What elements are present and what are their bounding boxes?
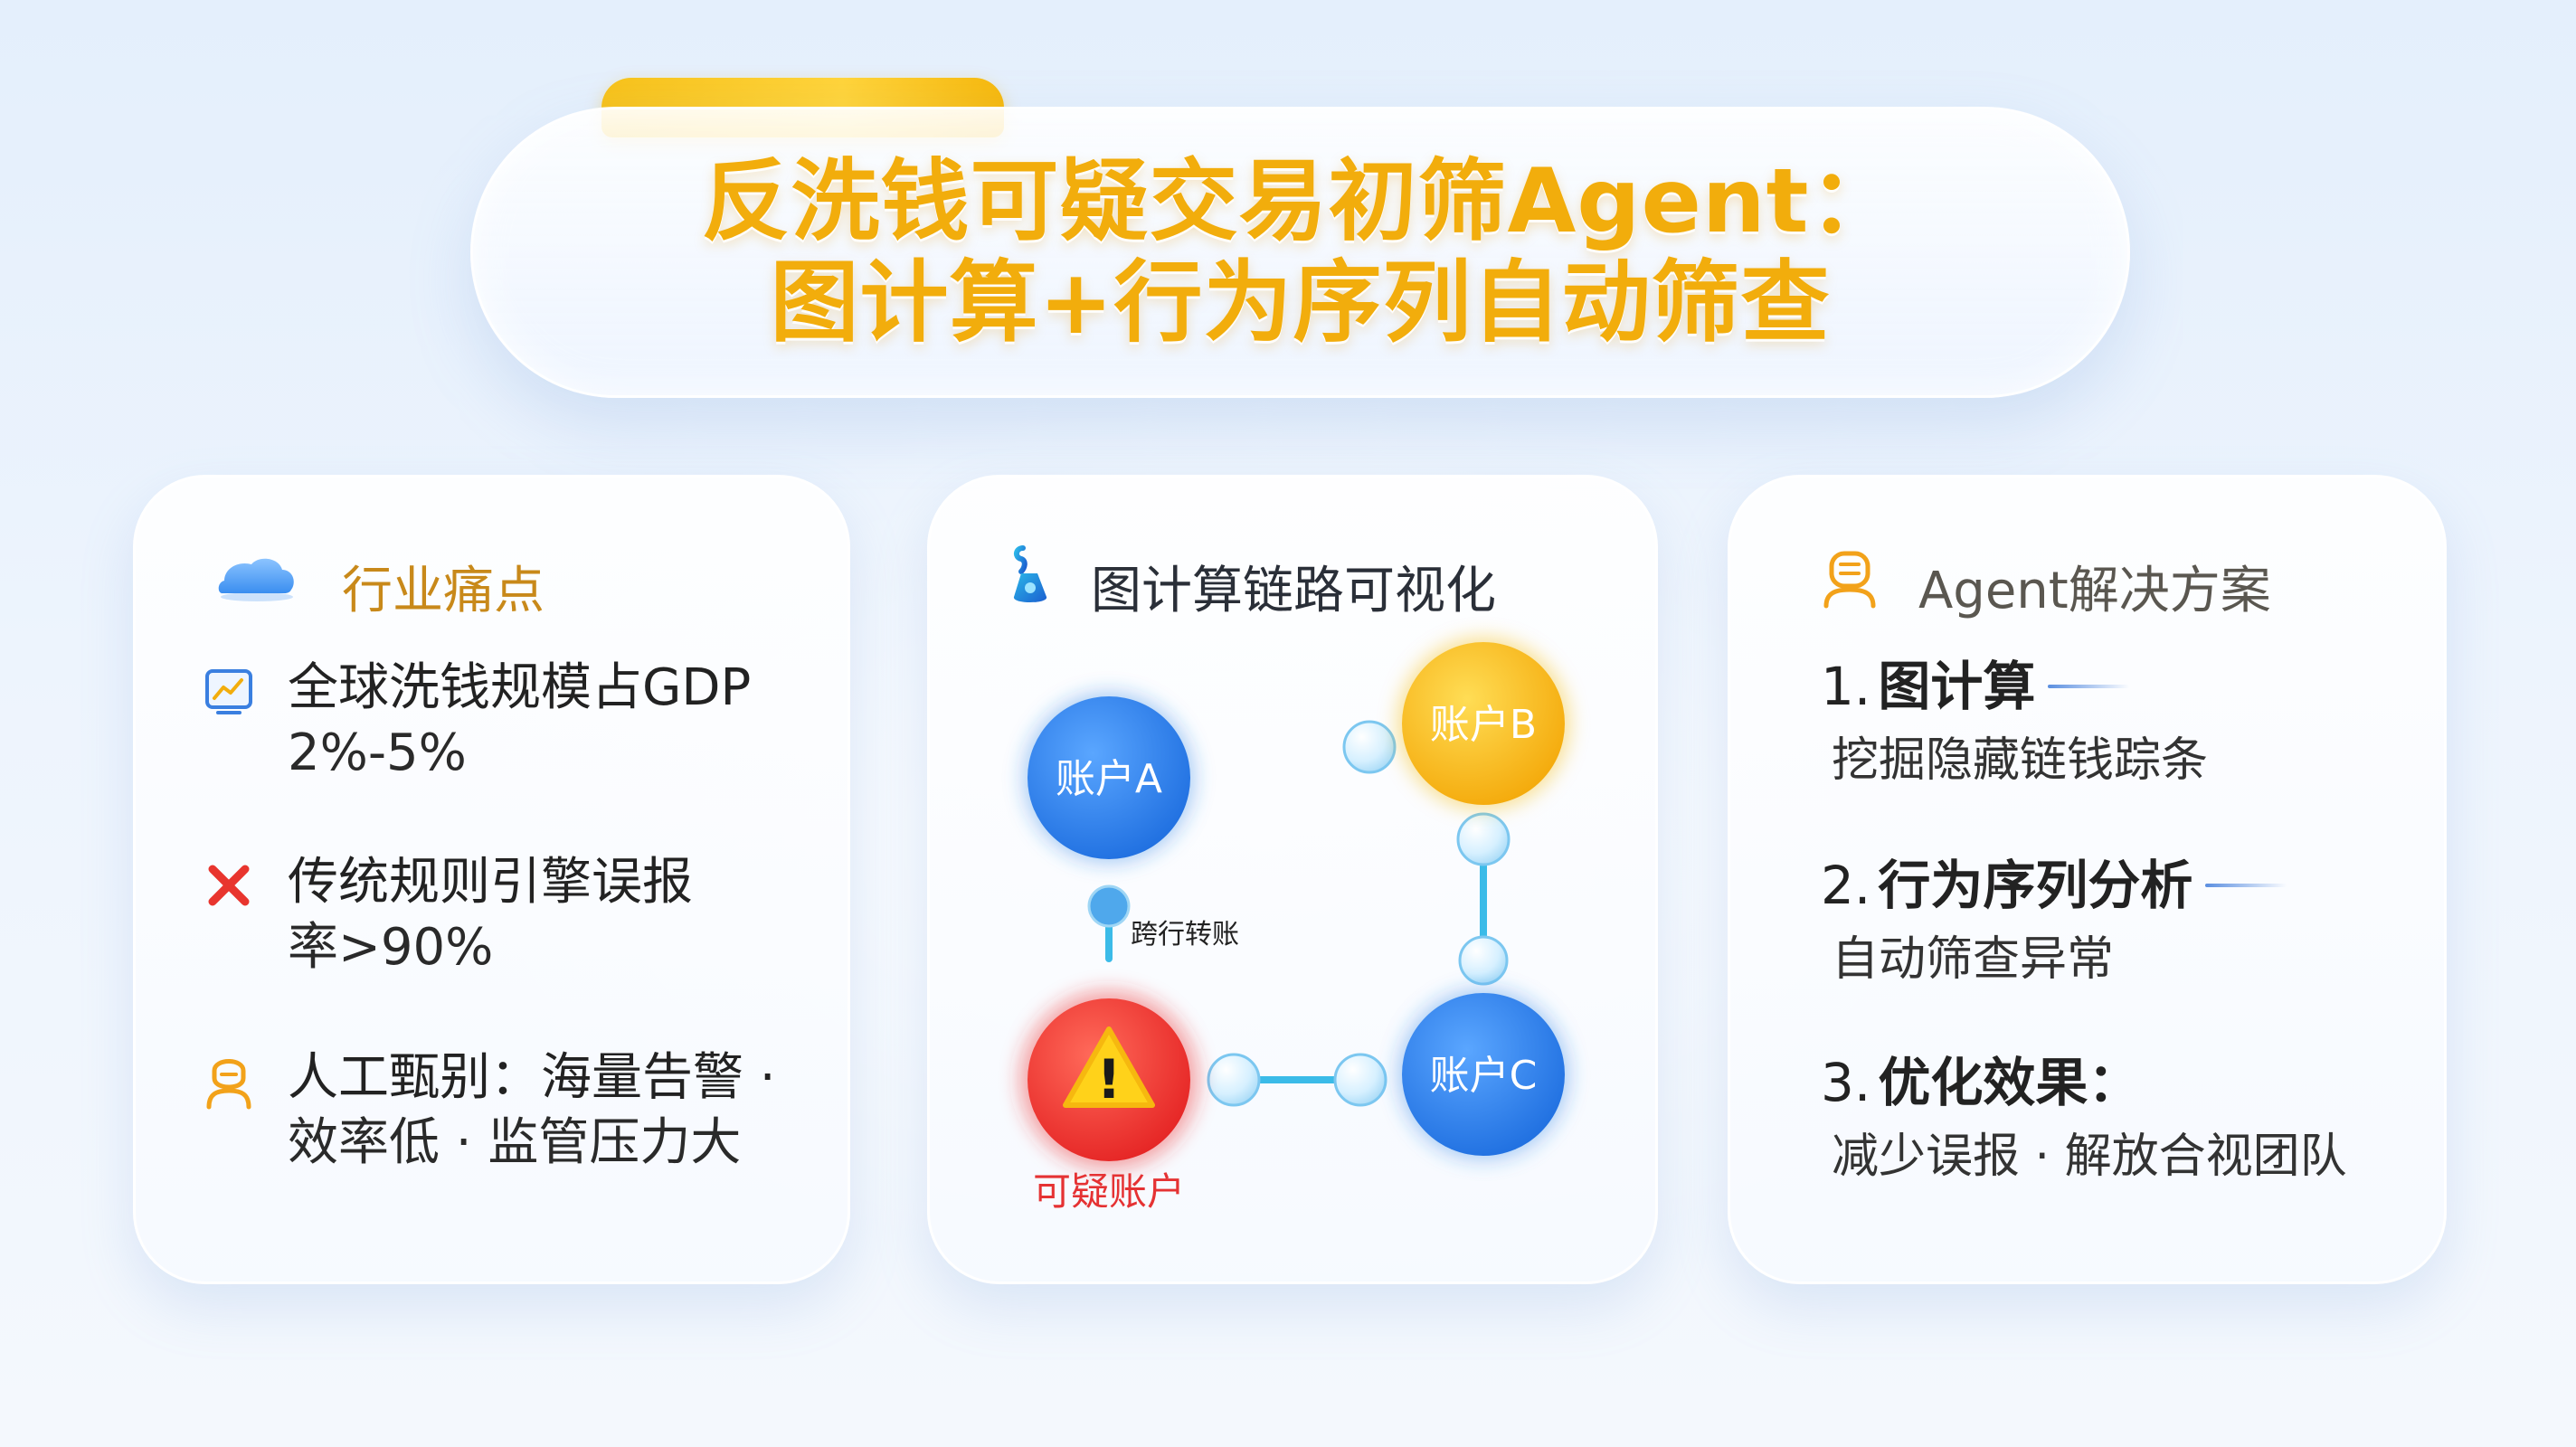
accent-line bbox=[2205, 884, 2287, 887]
solution-item-2-label: 行为序列分析 bbox=[1878, 855, 2193, 916]
graph-title: 图计算链路可视化 bbox=[1091, 562, 1496, 620]
title-banner: 反洗钱可疑交易初筛Agent： 图计算+行为序列自动筛查 bbox=[470, 107, 2130, 398]
pain-item-2-line-2: 率>90% bbox=[288, 918, 494, 977]
account-b-node bbox=[1402, 642, 1565, 805]
solution-item-1-desc: 挖掘隐藏链钱踪条 bbox=[1832, 733, 2209, 788]
warning-symbol: ! bbox=[1096, 1048, 1121, 1111]
connector-bubble bbox=[1458, 935, 1509, 986]
connector-bubble bbox=[1456, 812, 1511, 866]
connector-bubble bbox=[1207, 1053, 1261, 1107]
page-title-line-2: 图计算+行为序列自动筛查 bbox=[770, 251, 1831, 355]
pain-item-3-text: 人工甄别：海量告警 · 效率低 · 监管压力大 bbox=[288, 1045, 830, 1176]
pain-points-title: 行业痛点 bbox=[342, 562, 545, 620]
flask-icon bbox=[1005, 544, 1056, 610]
pain-points-card: 行业痛点 全球洗钱规模占GDP 2%-5% 传统规则引擎误报 率>90% bbox=[133, 475, 850, 1284]
account-a-label: 账户A bbox=[1056, 756, 1162, 802]
account-c-label: 账户C bbox=[1430, 1053, 1538, 1099]
pain-item-2-line-1: 传统规则引擎误报 bbox=[288, 853, 693, 912]
cloud-icon bbox=[215, 552, 298, 602]
pain-item-3-line-2: 效率低 · 监管压力大 bbox=[288, 1113, 742, 1172]
connector-bubble bbox=[1087, 884, 1131, 928]
solution-title: Agent解决方案 bbox=[1918, 562, 2271, 620]
accent-line bbox=[2048, 685, 2130, 688]
page-title-line-1: 反洗钱可疑交易初筛Agent： bbox=[701, 150, 1899, 253]
solution-item-3-number: 3. bbox=[1821, 1052, 1871, 1113]
solution-item-3: 3. 优化效果： 减少误报 · 解放合视团队 bbox=[1821, 1047, 2436, 1188]
pain-item-1-text: 全球洗钱规模占GDP 2%-5% bbox=[288, 656, 830, 786]
account-graph: 账户A 账户B 账户C ! 跨行转账 可疑账户 bbox=[1018, 637, 1570, 1214]
pain-item-1-line-2: 2%-5% bbox=[288, 724, 467, 782]
cross-bank-transfer-label: 跨行转账 bbox=[1131, 919, 1239, 950]
pain-item-1-line-1: 全球洗钱规模占GDP bbox=[288, 658, 752, 717]
solution-item-3-desc: 减少误报 · 解放合视团队 bbox=[1832, 1130, 2347, 1184]
account-b-label: 账户B bbox=[1430, 702, 1537, 748]
solution-card: Agent解决方案 1. 图计算 挖掘隐藏链钱踪条 2. 行为序列分析 自动筛查… bbox=[1728, 475, 2447, 1284]
suspicious-account-label: 可疑账户 bbox=[1033, 1169, 1185, 1214]
account-c-node bbox=[1402, 993, 1565, 1156]
pain-item-3-line-1: 人工甄别：海量告警 · bbox=[288, 1048, 776, 1107]
solution-item-3-label: 优化效果： bbox=[1878, 1052, 2141, 1113]
robot-icon bbox=[1821, 548, 1879, 610]
x-mark-icon bbox=[199, 856, 259, 915]
account-a-node bbox=[1028, 696, 1190, 859]
solution-item-2-desc: 自动筛查异常 bbox=[1832, 932, 2115, 987]
solution-item-2-number: 2. bbox=[1821, 855, 1871, 916]
connector-bubble bbox=[1342, 720, 1397, 774]
chart-icon bbox=[199, 661, 259, 721]
solution-item-1-label: 图计算 bbox=[1878, 656, 2036, 717]
connector-bubble bbox=[1333, 1053, 1387, 1107]
graph-card: 图计算链路可视化 bbox=[927, 475, 1658, 1284]
solution-item-2: 2. 行为序列分析 自动筛查异常 bbox=[1821, 850, 2436, 991]
pain-item-2-text: 传统规则引擎误报 率>90% bbox=[288, 850, 830, 980]
person-icon bbox=[199, 1051, 259, 1111]
solution-item-1-number: 1. bbox=[1821, 656, 1871, 717]
solution-item-1: 1. 图计算 挖掘隐藏链钱踪条 bbox=[1821, 651, 2436, 792]
warning-icon: ! bbox=[1063, 1026, 1155, 1111]
